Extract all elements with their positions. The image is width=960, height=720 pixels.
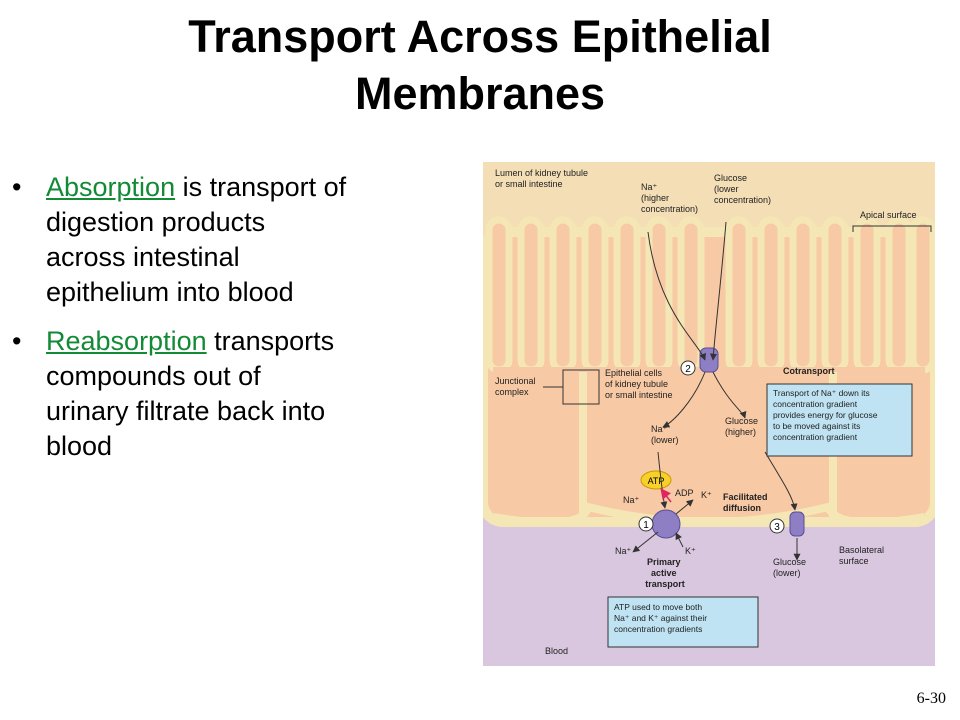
absorption-term[interactable]: Absorption: [46, 172, 176, 202]
glucose-higher-label: Glucose (higher): [725, 416, 761, 437]
na-lower-label: Na⁺ (lower): [651, 424, 679, 445]
epithelial-cells-label: Epithelial cells of kidney tubule or sma…: [605, 368, 673, 400]
na-out-arrow: [632, 531, 659, 553]
epithelial-transport-diagram: 2 1 3 ATP Lumen of kidney tubule or smal…: [483, 162, 935, 666]
bullet-dot: •: [12, 172, 22, 202]
na-cell-arrow: [662, 371, 706, 428]
cotransport-note-box: [766, 383, 913, 457]
bullet-absorption: • Absorption is transport of digestion pr…: [10, 170, 350, 310]
k-plus-label-bottom: K⁺: [685, 546, 696, 556]
cotransport-note: Transport of Na⁺ down its concentration …: [773, 388, 880, 442]
slide-title: Transport Across Epithelial Membranes: [0, 8, 960, 122]
glucose-lower-bottom-label: Glucose (lower): [773, 557, 809, 578]
glucose-cell-arrow: [712, 371, 747, 419]
adp-label: ADP: [675, 488, 694, 498]
step-2-marker: [680, 360, 696, 376]
cotransporter: [699, 347, 719, 373]
cotransport-label: Cotransport: [783, 366, 835, 376]
junctional-complex-label: Junctional complex: [495, 376, 538, 397]
apical-surface-label: Apical surface: [860, 210, 917, 220]
glucose-low-top-label: Glucose (lower concentration): [714, 173, 771, 205]
k-cell-arrow: [675, 499, 694, 515]
facilitated-diffusion-label: Facilitated diffusion: [723, 492, 770, 513]
glucose-to-channel-arrow: [764, 451, 798, 511]
step-3-marker: [769, 518, 785, 534]
title-line-1: Transport Across Epithelial: [188, 11, 772, 62]
absorption-text: is transport of digestion products acros…: [46, 172, 347, 307]
na-entry-arrow: [647, 231, 706, 361]
svg-text:3: 3: [774, 522, 780, 533]
microvilli: [485, 216, 935, 374]
adp-arrow: [660, 488, 672, 503]
na-to-pump-arrow: [657, 451, 668, 509]
na-high-label: Na⁺ (higher concentration): [641, 182, 698, 214]
svg-text:ATP: ATP: [648, 476, 665, 486]
page-number: 6-30: [916, 690, 946, 707]
lumen-label: Lumen of kidney tubule or small intestin…: [495, 168, 591, 189]
basolateral-surface-label: Basolateral surface: [839, 545, 887, 566]
reabsorption-text: transports compounds out of urinary filt…: [46, 326, 335, 461]
na-plus-label-bottom: Na⁺: [615, 546, 632, 556]
step-1-marker: [638, 516, 654, 532]
bullet-list: • Absorption is transport of digestion pr…: [10, 170, 350, 478]
blood-label: Blood: [545, 646, 568, 656]
bullet-reabsorption: • Reabsorption transports compounds out o…: [10, 324, 350, 464]
glucose-entry-arrow: [709, 221, 727, 361]
k-in-arrow: [675, 532, 684, 548]
bullet-dot: •: [12, 326, 22, 356]
apical-surface-bracket: [852, 225, 932, 232]
atp-molecule: [640, 470, 672, 490]
svg-text:2: 2: [685, 364, 691, 375]
k-plus-label-top: K⁺: [701, 490, 712, 500]
basolateral-membrane: [492, 502, 926, 527]
atp-note: ATP used to move both Na⁺ and K⁺ against…: [614, 602, 709, 634]
svg-text:1: 1: [643, 520, 649, 531]
reabsorption-term[interactable]: Reabsorption: [46, 326, 207, 356]
atp-note-box: [607, 596, 759, 648]
primary-active-transport-label: Primary active transport: [645, 557, 685, 589]
title-line-2: Membranes: [354, 68, 606, 119]
na-plus-label-top: Na⁺: [623, 495, 640, 505]
glucose-channel: [789, 511, 805, 537]
